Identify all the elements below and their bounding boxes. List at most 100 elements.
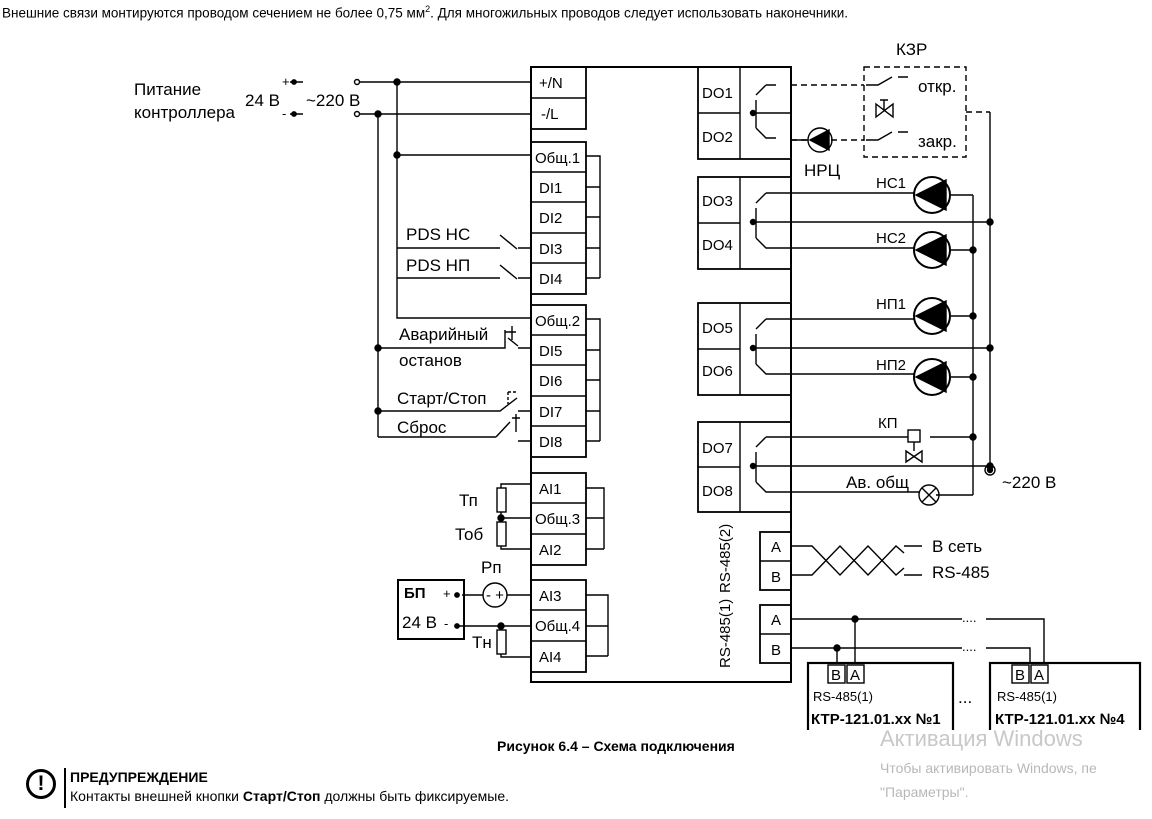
- dev4-term-b: B: [1015, 667, 1025, 684]
- psu-label-1: БП: [404, 585, 426, 602]
- sensor-tn-label: Тн: [472, 633, 492, 652]
- start-stop-button: Старт/Стоп: [378, 389, 531, 412]
- emergency-stop-button: Аварийный останов: [378, 325, 531, 370]
- alarm-lamp: Ав. общ: [776, 473, 940, 506]
- pump-np2-label: НП2: [876, 357, 906, 374]
- valve-kp-label: КП: [878, 415, 898, 432]
- terminal-do1: DO1: [702, 85, 733, 102]
- note-superscript: 2: [425, 4, 431, 14]
- power-plus: +: [282, 74, 290, 89]
- pump-nc1-label: НС1: [876, 175, 906, 192]
- sensor-tp: Тп: [459, 483, 531, 519]
- pump-nrc-label: НРЦ: [804, 161, 841, 180]
- terminal-com2: Общ.2: [535, 313, 580, 330]
- terminal-do8: DO8: [702, 483, 733, 500]
- pds-hc-switch: PDS НС: [397, 225, 531, 250]
- terminal-block-power: +/N -/L: [530, 66, 587, 130]
- output-block-do34: DO3 DO4: [697, 176, 792, 270]
- output-block-do78: DO7 DO8: [697, 421, 792, 513]
- rs485-2-a: A: [771, 539, 781, 556]
- terminal-ai2: AI2: [539, 542, 562, 559]
- terminal-ai1: AI1: [539, 481, 562, 498]
- terminal-di3: DI3: [539, 241, 562, 258]
- warning-title: ПРЕДУПРЕЖДЕНИЕ: [70, 769, 208, 785]
- wiring-diagram: +/N -/L Общ.1 DI1 DI2 DI3 DI4 Общ.2 DI5 …: [134, 40, 1142, 730]
- power-bus-n: [396, 82, 531, 319]
- terminal-di4: DI4: [539, 271, 562, 288]
- rs485-2-label: RS-485(2): [717, 524, 734, 593]
- dev1-term-b: B: [831, 667, 841, 684]
- warning-text-post: должны быть фиксируемые.: [320, 788, 509, 804]
- supply-220v-label: ~220 В: [1002, 473, 1056, 492]
- watermark-title: Активация Windows: [880, 726, 1083, 751]
- terminal-di8: DI8: [539, 434, 562, 451]
- power-24v: 24 В: [245, 91, 280, 110]
- sensor-tob: Тоб: [455, 518, 531, 550]
- phase-bus: [791, 112, 991, 470]
- pds-np-label: PDS НП: [406, 256, 470, 275]
- di1-common-bracket: [586, 155, 601, 279]
- rs485-network-link: В сеть RS-485: [791, 537, 990, 582]
- terminal-do7: DO7: [702, 440, 733, 457]
- note-text-after: . Для многожильных проводов следует испо…: [430, 5, 849, 21]
- terminal-do3: DO3: [702, 193, 733, 210]
- rs485-2-b: B: [771, 569, 781, 586]
- rs485-bus-wires: .... ....: [791, 610, 1045, 664]
- pump-np2: НП2: [776, 357, 951, 396]
- terminal-pn: +/N: [539, 75, 563, 92]
- warning-divider: [64, 768, 66, 808]
- terminal-com4: Общ.4: [535, 618, 580, 635]
- reset-button: Сброс: [378, 414, 531, 442]
- kzr-label: КЗР: [896, 40, 927, 59]
- terminal-di2: DI2: [539, 210, 562, 227]
- sensor-rp-label: Рп: [481, 558, 502, 577]
- kzr-close-label: закр.: [918, 132, 957, 151]
- pump-nrc: НРЦ: [791, 127, 841, 180]
- rs485-1-block: A B RS-485(1): [717, 599, 792, 668]
- pump-nc2-label: НС2: [876, 230, 906, 247]
- di2-common-bracket: [586, 318, 601, 442]
- power-label-2: контроллера: [134, 103, 236, 122]
- terminal-do6: DO6: [702, 363, 733, 380]
- power-label-1: Питание: [134, 80, 201, 99]
- psu-minus: -: [444, 616, 448, 631]
- sensor-tp-label: Тп: [459, 491, 478, 510]
- terminal-pl: -/L: [541, 106, 559, 123]
- psu-label-2: 24 В: [402, 613, 437, 632]
- terminal-di7: DI7: [539, 404, 562, 421]
- bus-dots-b: ....: [962, 639, 976, 654]
- watermark-line-2: "Параметры".: [880, 784, 969, 800]
- pump-np1: НП1: [776, 296, 951, 335]
- terminal-do2: DO2: [702, 129, 733, 146]
- terminal-block-di2: Общ.2 DI5 DI6 DI7 DI8: [530, 304, 587, 458]
- valve-kp: КП: [776, 415, 923, 464]
- sensor-rp: Рп - +: [462, 558, 531, 608]
- output-block-do12: DO1 DO2: [697, 66, 792, 160]
- terminal-ai4: AI4: [539, 649, 562, 666]
- devices-ellipsis: ...: [958, 688, 972, 707]
- kzr-actuator: КЗР откр. закр.: [791, 40, 990, 158]
- note-text-before: Внешние связи монтируются проводом сечен…: [2, 5, 426, 21]
- warning-text: Контакты внешней кнопки Старт/Стоп должн…: [70, 788, 509, 804]
- rs485-1-b: B: [771, 642, 781, 659]
- output-block-do56: DO5 DO6: [697, 302, 792, 396]
- warning-icon: !: [26, 769, 56, 799]
- rs485-2-block: A B RS-485(2): [717, 524, 792, 593]
- pump-nc1: НС1: [776, 175, 951, 214]
- terminal-block-ai2: AI3 Общ.4 AI4: [530, 579, 587, 673]
- dev4-bus-label: RS-485(1): [997, 689, 1057, 704]
- terminal-do4: DO4: [702, 237, 733, 254]
- terminal-com1: Общ.1: [535, 150, 580, 167]
- psu-24v: БП 24 В + -: [397, 579, 531, 640]
- terminal-ai3: AI3: [539, 588, 562, 605]
- terminal-do5: DO5: [702, 320, 733, 337]
- device-ktr-1: B A RS-485(1) КТР-121.01.xx №1: [806, 661, 955, 730]
- terminal-di5: DI5: [539, 343, 562, 360]
- figure-caption: Рисунок 6.4 – Схема подключения: [497, 738, 735, 754]
- dev1-bus-label: RS-485(1): [813, 689, 873, 704]
- ai1-common-bracket: [586, 487, 605, 550]
- terminal-di1: DI1: [539, 180, 562, 197]
- emergency-label-1: Аварийный: [399, 325, 488, 344]
- power-supply-section: Питание контроллера 24 В + - ~220 В: [134, 74, 531, 122]
- emergency-label-2: останов: [399, 351, 462, 370]
